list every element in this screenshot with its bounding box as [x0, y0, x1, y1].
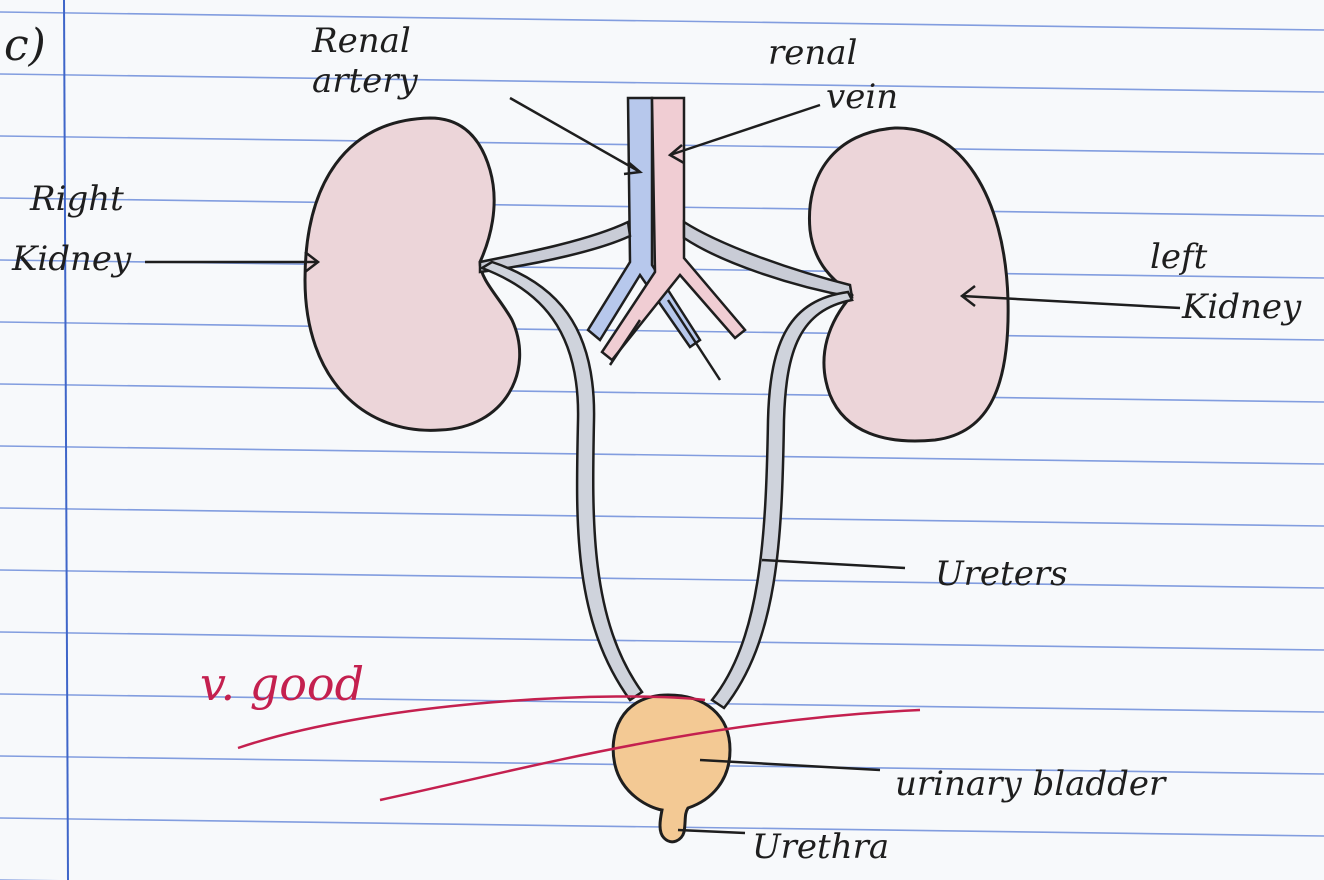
- ruled-line: [0, 384, 1324, 402]
- label-urinary-bladder: urinary bladder: [895, 764, 1167, 804]
- label-right-kidney-2: Kidney: [11, 239, 132, 279]
- label-left-kidney-2: Kidney: [1181, 287, 1302, 327]
- question-marker: c): [4, 20, 46, 71]
- pointer-renal-artery: [510, 98, 640, 172]
- ruled-line: [0, 74, 1324, 92]
- label-renal-vein-1: renal: [768, 33, 857, 73]
- label-urethra: Urethra: [752, 827, 889, 867]
- ruled-line: [0, 322, 1324, 340]
- label-ureters: Ureters: [935, 554, 1068, 594]
- pointer-urethra: [678, 830, 745, 833]
- label-right-kidney-1: Right: [29, 179, 124, 219]
- label-left-kidney-1: left: [1150, 237, 1208, 277]
- ruled-line: [0, 570, 1324, 588]
- ruled-line: [0, 508, 1324, 526]
- pointer-ureters: [762, 560, 905, 568]
- ruled-line: [0, 632, 1324, 650]
- ruled-line: [0, 12, 1324, 30]
- ruled-line: [0, 446, 1324, 464]
- margin-line: [64, 0, 68, 880]
- urinary-bladder: [613, 695, 730, 842]
- label-renal-vein-2: vein: [826, 77, 898, 117]
- teacher-grade-mark: v. good: [200, 657, 920, 800]
- grade-text: v. good: [200, 657, 364, 711]
- right-kidney: [305, 118, 520, 430]
- label-renal-artery-1: Renal: [311, 21, 411, 61]
- label-renal-artery-2: artery: [312, 61, 419, 101]
